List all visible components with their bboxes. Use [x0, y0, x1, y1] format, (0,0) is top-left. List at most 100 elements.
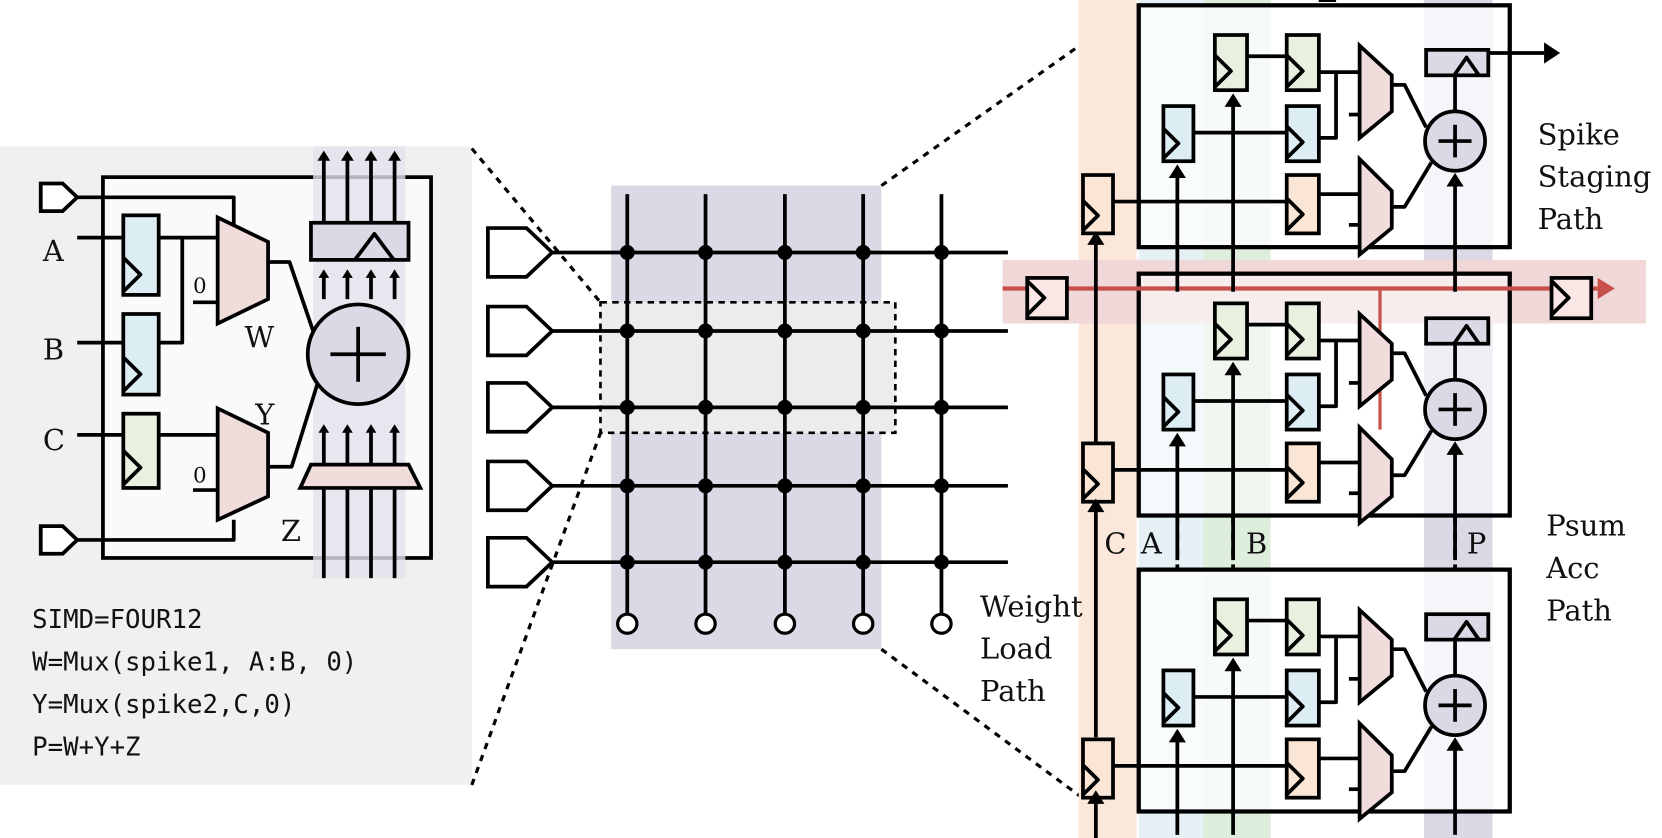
- wire: [268, 260, 315, 332]
- input-label-b: B: [43, 333, 64, 367]
- column-label-b: B: [1246, 527, 1267, 561]
- arrow-head-icon: [1224, 657, 1242, 672]
- column-label-c: C: [1104, 527, 1126, 561]
- wire: [1391, 83, 1428, 129]
- wire: [1318, 340, 1338, 409]
- wire: [158, 237, 185, 345]
- clock-triangle: [1285, 322, 1305, 357]
- arrow-head-icon: [1224, 361, 1242, 376]
- column-output-icon: [930, 612, 953, 635]
- column-output-icon: [694, 612, 717, 635]
- flip-flop-icon: [1025, 276, 1069, 321]
- arrow-head-icon: [389, 269, 400, 278]
- pe-internals: [1081, 0, 1491, 835]
- pe-node: [933, 245, 949, 260]
- clock-triangle: [1081, 199, 1100, 232]
- pe-node: [855, 478, 871, 494]
- row-input-port-icon: [486, 304, 555, 358]
- row-input-port-icon: [486, 381, 555, 434]
- mux-icon: [1357, 309, 1394, 411]
- flip-flop-icon: [1284, 597, 1321, 657]
- register-icon: [309, 220, 411, 262]
- flip-flop-icon: [1212, 597, 1249, 657]
- weight-load-label-1: Weight: [980, 589, 1083, 623]
- pe-node: [619, 478, 635, 494]
- flip-flop-icon: [1081, 173, 1115, 236]
- clock-triangle: [1081, 467, 1100, 501]
- flip-flop-icon: [1284, 372, 1321, 432]
- weight-load-label-2: Load: [980, 632, 1052, 666]
- clock-triangle: [1285, 465, 1305, 500]
- psum-acc-label-1: Psum: [1546, 509, 1626, 543]
- flip-flop-body: [121, 411, 161, 490]
- weight-load-label-3: Path: [980, 674, 1046, 708]
- pe-node: [698, 245, 714, 260]
- flip-flop-icon: [121, 312, 161, 397]
- code-line-3: Y=Mux(spike2,C,0): [32, 690, 295, 720]
- flip-flop-icon: [1081, 441, 1115, 504]
- arrow-head-icon: [1446, 441, 1464, 455]
- pe-node: [777, 399, 793, 415]
- flip-flop-icon: [1284, 173, 1321, 236]
- clock-triangle: [1285, 197, 1305, 232]
- wire: [353, 232, 396, 261]
- arrow-head-icon: [342, 424, 353, 433]
- clock-triangle: [1213, 53, 1233, 89]
- clock-triangle: [1285, 53, 1305, 89]
- pe-node: [619, 399, 635, 415]
- pe-node: [933, 323, 949, 339]
- pe-node: [855, 323, 871, 339]
- wire: [1318, 72, 1338, 140]
- pe-internals: [1081, 0, 1491, 561]
- wire: [1452, 619, 1481, 641]
- pe-node: [933, 399, 949, 415]
- config-panel: A B C 0 0 W Y Z SIMD=FOUR12 W=Mux(spike1…: [0, 146, 472, 785]
- column-label-p: P: [1467, 527, 1486, 561]
- arrow-head-icon: [1544, 42, 1561, 64]
- flip-flop-icon: [1161, 372, 1196, 432]
- flip-flop-icon: [121, 213, 161, 297]
- spike-staging-label-3: Path: [1538, 202, 1604, 236]
- flip-flop-icon: [1549, 276, 1594, 321]
- mux-icon: [1357, 718, 1394, 823]
- arrow-head-icon: [365, 269, 377, 278]
- mux-icon: [1357, 41, 1394, 142]
- pe-node: [933, 554, 949, 570]
- row-input-port-icon: [486, 535, 555, 589]
- register-body: [309, 220, 411, 262]
- adder-icon: [1423, 109, 1487, 173]
- arrow-head-icon: [342, 269, 353, 278]
- arrow-head-icon: [1597, 277, 1615, 300]
- pe-column-detail: Spike Staging Path Psum Acc Path Weight …: [980, 0, 1651, 838]
- row-input-port-icon: [486, 459, 555, 513]
- wire: [1452, 55, 1481, 77]
- psum-in-label: Z: [281, 514, 301, 548]
- code-line-1: SIMD=FOUR12: [32, 605, 202, 635]
- adder-icon: [305, 302, 411, 407]
- column-output-icon: [616, 612, 639, 635]
- mux-icon: [1357, 154, 1394, 259]
- column-output-icon: [851, 612, 875, 635]
- clock-triangle: [1162, 691, 1181, 724]
- register-icon: [1424, 612, 1491, 642]
- adder-icon: [1423, 377, 1487, 442]
- wire: [268, 383, 320, 469]
- pe-node: [698, 323, 714, 339]
- column-label-a: A: [1140, 527, 1163, 561]
- pe-node: [698, 478, 714, 494]
- pe-node: [855, 245, 871, 260]
- flip-flop-icon: [1161, 668, 1196, 728]
- pe-internals: [1081, 0, 1491, 292]
- clock-triangle: [1213, 618, 1233, 653]
- pe-array: [486, 185, 1008, 650]
- column-output-icon: [773, 612, 797, 635]
- flip-flop-icon: [1161, 104, 1196, 164]
- spike-staging-label-2: Staging: [1538, 160, 1652, 194]
- flip-flop-icon: [1284, 737, 1321, 800]
- wire: [77, 519, 236, 542]
- clock-triangle: [1162, 127, 1181, 160]
- clock-triangle: [1285, 124, 1305, 160]
- mux-y-zero: 0: [193, 464, 207, 489]
- spike2-port-icon: [38, 524, 80, 556]
